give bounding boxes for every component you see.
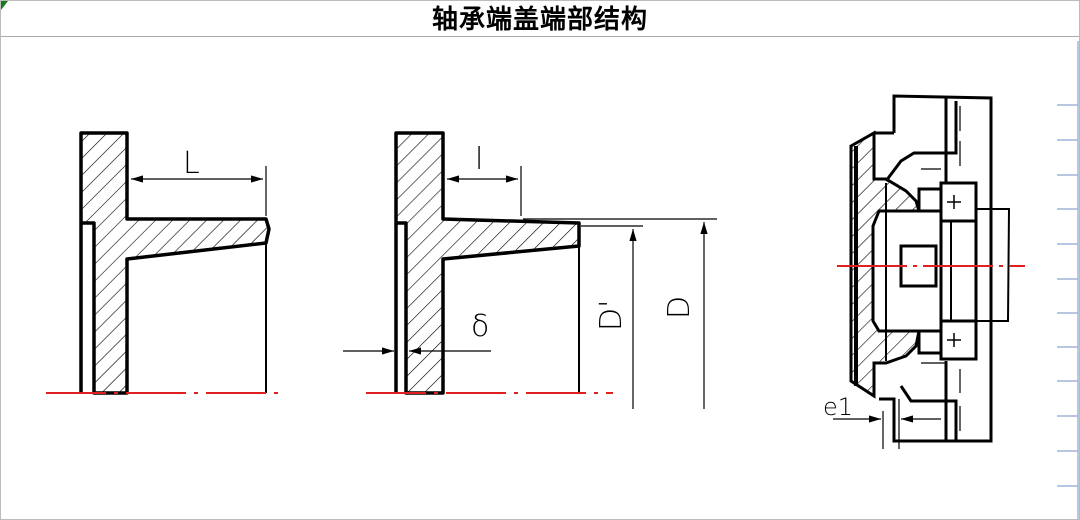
figure-2-end-cap: l δ D' D xyxy=(343,131,717,409)
corner-marker xyxy=(1,1,8,10)
diagram-title: 轴承端盖端部结构 xyxy=(431,5,648,35)
label-delta: δ xyxy=(471,309,489,344)
label-L: L xyxy=(183,146,200,181)
figure-3-assembly: e1 xyxy=(823,94,1025,449)
title-divider xyxy=(1,36,1079,37)
figure-1-end-cap: L xyxy=(46,131,286,395)
label-D: D xyxy=(662,296,697,319)
label-l: l xyxy=(475,142,483,177)
label-e1: e1 xyxy=(823,393,853,421)
grid-ticks xyxy=(1057,41,1079,519)
label-D-prime: D' xyxy=(594,300,629,331)
